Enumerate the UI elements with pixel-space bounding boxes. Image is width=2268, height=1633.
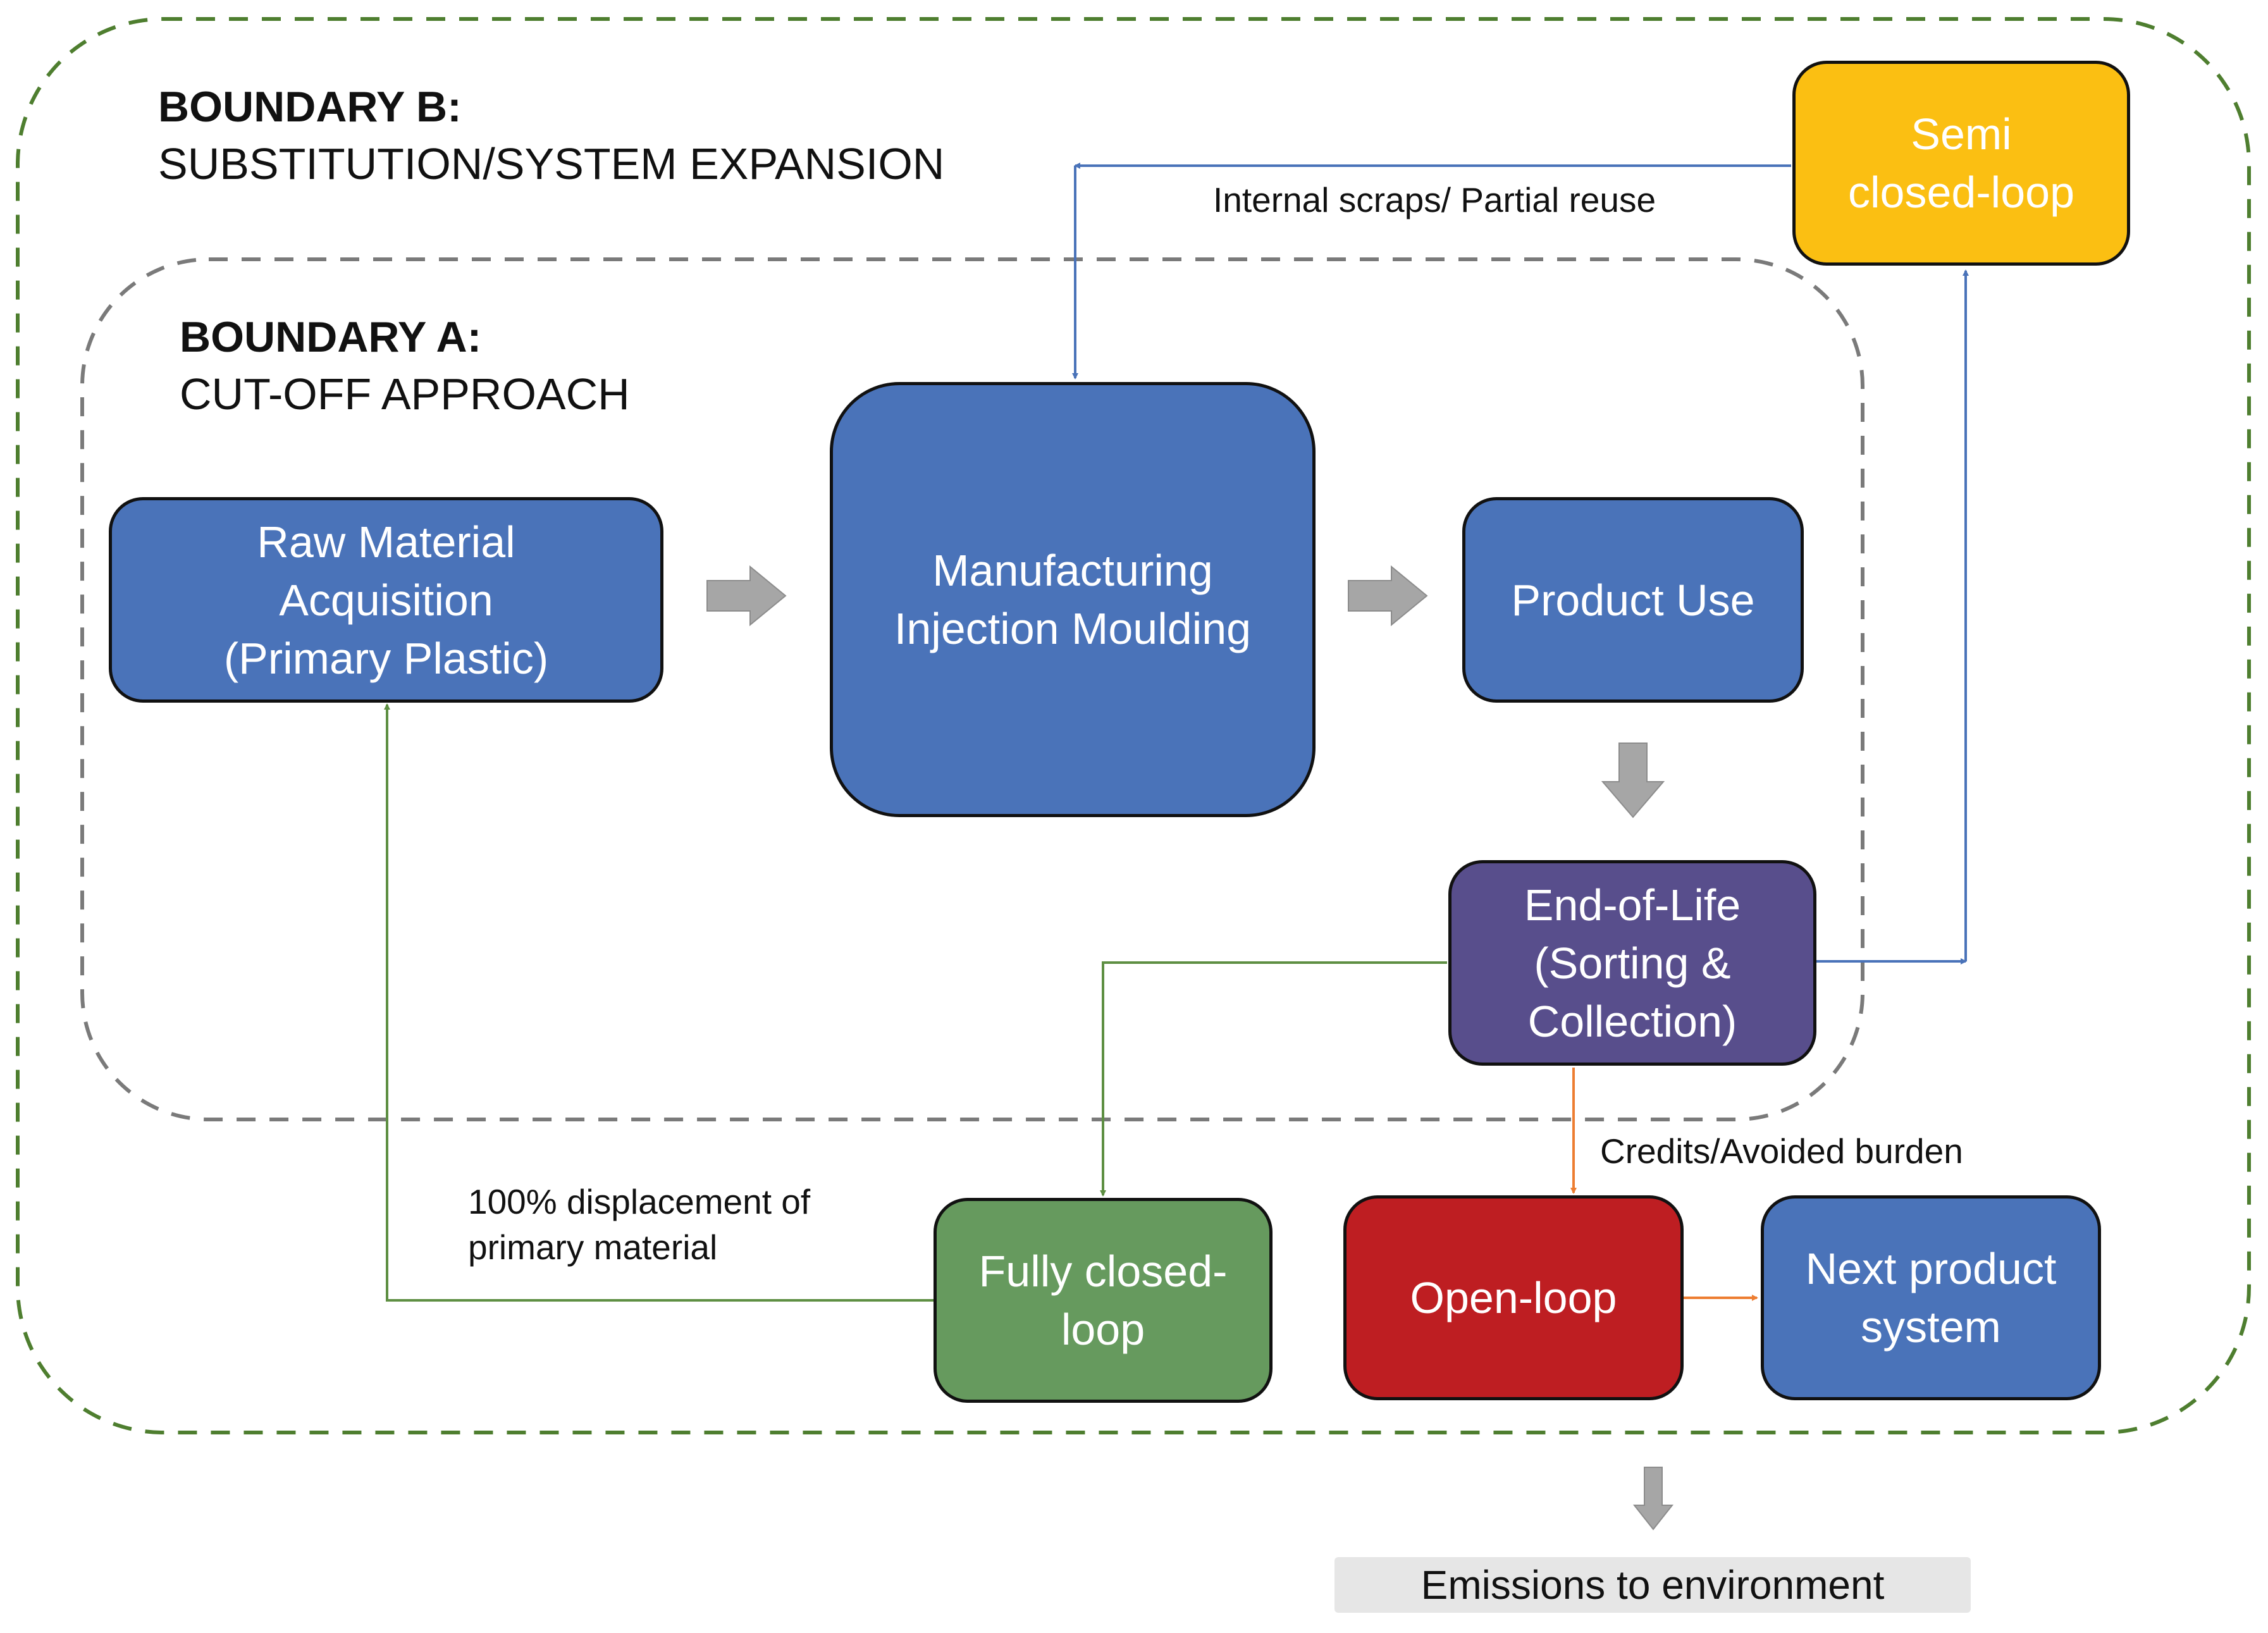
node-fully-closed-loop: Fully closed- loop (934, 1198, 1273, 1403)
node-product-use: Product Use (1462, 497, 1804, 703)
block-arrow-use-to-end-of-life (1601, 743, 1665, 818)
block-arrow-to-emissions (1632, 1467, 1674, 1531)
node-end-of-life-label: End-of-Life (Sorting & Collection) (1524, 880, 1741, 1046)
boundary-b-title: BOUNDARY B: SUBSTITUTION/SYSTEM EXPANSIO… (158, 78, 944, 192)
node-next-product-system-label: Next product system (1805, 1244, 2057, 1352)
node-end-of-life: End-of-Life (Sorting & Collection) (1448, 860, 1816, 1066)
node-raw-material-label: Raw Material Acquisition (Primary Plasti… (223, 517, 549, 683)
emissions-label: Emissions to environment (1421, 1562, 1885, 1608)
node-manufacturing: Manufacturing Injection Moulding (830, 382, 1316, 817)
connector-end-of-life-to-fully-closed (1100, 961, 1447, 1197)
boundary-a-name: BOUNDARY A: (180, 313, 482, 361)
boundary-b-frame (16, 17, 2251, 1434)
node-next-product-system: Next product system (1761, 1195, 2101, 1400)
emissions-box: Emissions to environment (1334, 1557, 1971, 1613)
block-arrow-raw-to-manufacturing (706, 565, 787, 627)
node-open-loop-label: Open-loop (1410, 1273, 1617, 1322)
node-raw-material: Raw Material Acquisition (Primary Plasti… (109, 497, 663, 703)
node-semi-closed-loop-label: Semi closed-loop (1848, 109, 2074, 217)
flow-label-credits: Credits/Avoided burden (1600, 1131, 1963, 1171)
node-fully-closed-loop-label: Fully closed- loop (978, 1247, 1228, 1354)
boundary-b-subtitle: SUBSTITUTION/SYSTEM EXPANSION (158, 139, 945, 188)
node-semi-closed-loop: Semi closed-loop (1792, 61, 2130, 266)
boundary-a-subtitle: CUT-OFF APPROACH (180, 369, 630, 419)
node-product-use-label: Product Use (1511, 575, 1755, 625)
boundary-a-frame (80, 257, 1864, 1121)
node-open-loop: Open-loop (1343, 1195, 1684, 1400)
flow-label-displacement: 100% displacement of primary material (468, 1182, 811, 1267)
connector-fully-closed-to-raw-material (384, 703, 934, 1302)
boundary-b-name: BOUNDARY B: (158, 83, 462, 131)
boundary-a-title: BOUNDARY A: CUT-OFF APPROACH (180, 309, 630, 422)
node-manufacturing-label: Manufacturing Injection Moulding (894, 546, 1252, 653)
flow-label-internal-scraps: Internal scraps/ Partial reuse (1213, 180, 1656, 219)
block-arrow-manufacturing-to-use (1348, 565, 1428, 627)
